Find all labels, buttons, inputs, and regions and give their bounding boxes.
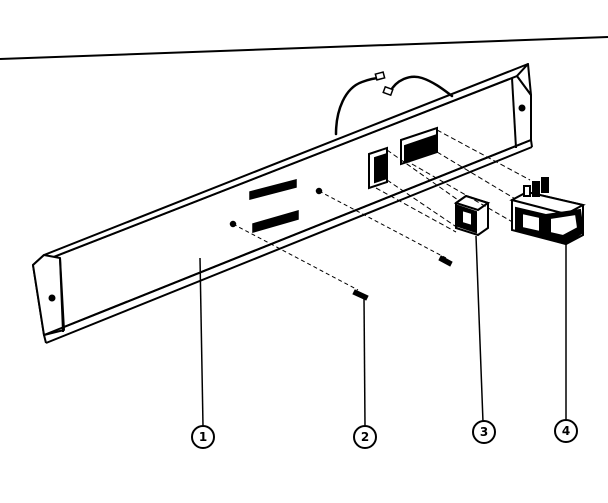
leader-lines — [199, 235, 567, 427]
rocker-switch-part-3 — [453, 194, 491, 237]
callout-2-label: 2 — [361, 430, 369, 444]
wire-harness — [334, 71, 454, 136]
callout-1-label: 1 — [199, 430, 207, 444]
callout-3: 3 — [472, 420, 496, 444]
rocker-switch-part-4 — [509, 177, 586, 246]
callout-2: 2 — [353, 425, 377, 449]
header-rule — [0, 36, 608, 60]
callout-3-label: 3 — [480, 425, 488, 439]
callout-4-label: 4 — [562, 424, 570, 438]
callout-1: 1 — [191, 425, 215, 449]
projection-lines — [375, 129, 531, 233]
screw-part-2 — [232, 190, 453, 301]
callout-4: 4 — [554, 419, 578, 443]
